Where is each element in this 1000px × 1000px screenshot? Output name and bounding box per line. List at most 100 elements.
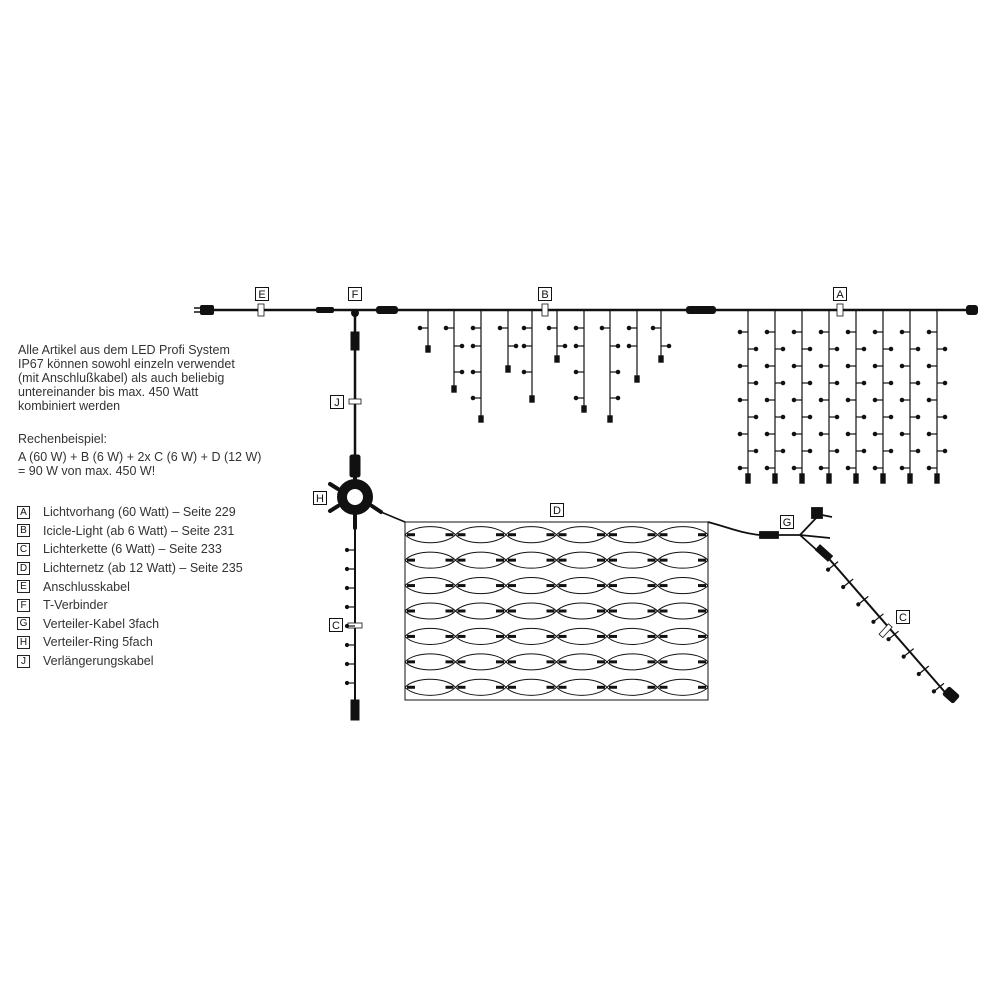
- net-wire: [455, 653, 507, 663]
- net-wire: [404, 577, 456, 586]
- led-bulb-tip: [791, 465, 797, 471]
- net-wire: [556, 559, 608, 569]
- net-wire: [404, 653, 456, 663]
- led-bulb-tip: [344, 585, 350, 591]
- led-bulb-tip: [573, 395, 579, 401]
- icicle-light-b: [417, 310, 672, 423]
- led-bulb-tip: [899, 431, 905, 437]
- led-bulb-tip: [737, 363, 743, 369]
- net-wire: [556, 636, 608, 645]
- net-wire: [505, 627, 557, 637]
- light-chain-c-diagonal: [823, 552, 960, 704]
- curtain-strand-end: [745, 473, 751, 484]
- led-bulb-tip: [599, 325, 605, 331]
- curtain-strand-end: [853, 473, 859, 484]
- led-bulb-tip: [872, 465, 878, 471]
- led-bulb-tip: [737, 431, 743, 437]
- net-wire: [556, 661, 608, 671]
- led-bulb-tip: [615, 343, 621, 349]
- net-wire: [455, 577, 507, 586]
- net-wire: [606, 559, 658, 569]
- net-wire: [455, 686, 507, 696]
- net-wire: [505, 534, 557, 544]
- label-letter: E: [258, 289, 265, 301]
- label-box: [348, 287, 362, 301]
- led-bulb-tip: [344, 661, 350, 667]
- curtain-strand-end: [772, 473, 778, 484]
- led-bulb-tip: [764, 363, 770, 369]
- net-wire: [455, 627, 507, 637]
- label-box: [550, 503, 564, 517]
- net-wire: [556, 686, 608, 696]
- led-bulb-tip: [344, 680, 350, 686]
- net-wire: [505, 577, 557, 586]
- net-wire: [505, 686, 557, 696]
- net-wire: [455, 610, 507, 620]
- led-bulb-tip: [834, 414, 840, 420]
- led-bulb-tip: [764, 431, 770, 437]
- legend-text: Lichternetz (ab 12 Watt) – Seite 235: [43, 561, 243, 576]
- icicle-strand-end: [451, 385, 457, 393]
- led-bulb-tip: [915, 380, 921, 386]
- net-wire: [404, 602, 456, 612]
- led-bulb-tip: [856, 602, 861, 607]
- led-bulb-tip: [818, 329, 824, 335]
- led-bulb-tip: [626, 325, 632, 331]
- legend-text: Lichtvorhang (60 Watt) – Seite 229: [43, 505, 236, 520]
- led-bulb-tip: [459, 369, 465, 375]
- net-wire: [505, 526, 557, 536]
- net-wire: [606, 661, 658, 671]
- led-bulb-tip: [626, 343, 632, 349]
- led-bulb-tip: [791, 329, 797, 335]
- label-box: [329, 618, 343, 632]
- net-wire: [505, 610, 557, 620]
- net-wire: [505, 653, 557, 663]
- led-bulb-tip: [417, 325, 423, 331]
- led-bulb-tip: [818, 465, 824, 471]
- led-bulb-tip: [443, 325, 449, 331]
- net-wire: [455, 636, 507, 645]
- led-bulb-tip: [615, 369, 621, 375]
- curtain-strand-end: [907, 473, 913, 484]
- label-letter: F: [352, 289, 359, 301]
- led-bulb-tip: [861, 414, 867, 420]
- net-wire: [505, 551, 557, 561]
- net-wire: [556, 678, 608, 688]
- led-bulb-tip: [926, 329, 932, 335]
- led-bulb-tip: [562, 343, 568, 349]
- led-bulb-tip: [871, 619, 876, 624]
- cable-markers: [257, 303, 844, 317]
- net-wire: [556, 627, 608, 637]
- icicle-strand-end: [554, 355, 560, 363]
- led-bulb-tip: [521, 325, 527, 331]
- label-box: [538, 287, 552, 301]
- led-bulb-tip: [872, 397, 878, 403]
- net-wire: [657, 627, 709, 637]
- led-bulb-tip: [926, 397, 932, 403]
- legend-text: Verteiler-Ring 5fach: [43, 635, 153, 650]
- led-bulb-tip: [807, 346, 813, 352]
- net-wire: [606, 610, 658, 620]
- legend-key: B: [17, 524, 30, 538]
- led-bulb-tip: [872, 431, 878, 437]
- net-wire: [556, 653, 608, 663]
- led-bulb-tip: [845, 363, 851, 369]
- led-bulb-tip: [861, 448, 867, 454]
- icicle-strand-end: [581, 405, 587, 413]
- net-wire: [556, 602, 608, 612]
- net-wire: [455, 678, 507, 688]
- intro-line: kombiniert werden: [18, 399, 121, 413]
- net-wire: [505, 661, 557, 671]
- led-bulb: [933, 682, 945, 692]
- net-wire: [455, 551, 507, 561]
- net-wire: [404, 636, 456, 645]
- label-box: [255, 287, 269, 301]
- distribution-ring-h: [328, 468, 406, 530]
- legend-key: D: [17, 561, 30, 575]
- legend-key: G: [17, 617, 30, 631]
- led-bulb-tip: [899, 397, 905, 403]
- net-wire: [455, 559, 507, 569]
